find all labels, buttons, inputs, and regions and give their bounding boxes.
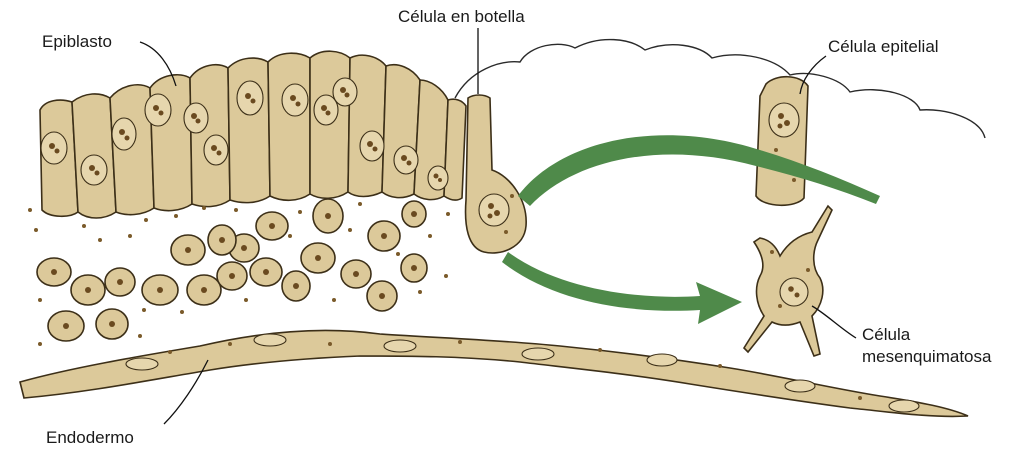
mesenchymal-cell — [744, 206, 832, 356]
label-mesenchymal-cell-line1: Célula — [862, 325, 911, 344]
label-bottle-cell: Célula en botella — [398, 7, 525, 26]
epiblast-layer — [40, 51, 466, 218]
endoderm-layer — [20, 330, 968, 416]
label-epithelial-cell: Célula epitelial — [828, 37, 939, 56]
label-endoderm: Endodermo — [46, 428, 134, 447]
label-epiblast: Epiblasto — [42, 32, 112, 51]
arrow-to-mesenchymal — [502, 252, 742, 324]
epithelial-cell — [756, 77, 808, 206]
migrating-cells — [37, 199, 427, 341]
label-mesenchymal-cell-line2: mesenquimatosa — [862, 347, 992, 366]
arrow-to-epithelial — [518, 135, 880, 206]
bottle-cell — [466, 95, 527, 253]
